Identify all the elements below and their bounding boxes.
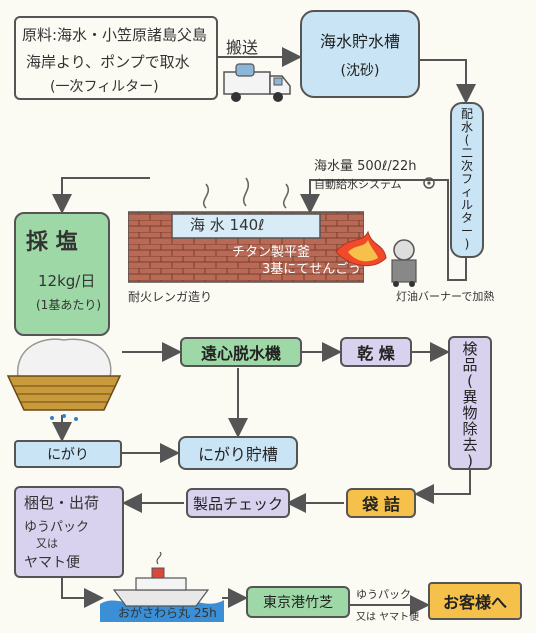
pan-line1: チタン製平釜: [232, 245, 311, 260]
packing-line2: ゆうパック: [24, 520, 90, 535]
arrow-inspection-to-bagging: [414, 470, 471, 504]
salt-basket: [6, 338, 122, 421]
arrow-distribution-to-pan: [300, 179, 467, 281]
distribution-char: ル: [460, 198, 473, 212]
nigari-label: にがり: [47, 447, 89, 463]
inspection-char: 除: [462, 420, 478, 438]
transport-label: 搬送: [226, 38, 259, 57]
brick-furnace: [128, 211, 364, 283]
distribution-box: 配水(二次フィルター): [450, 102, 484, 258]
inspection-char: 品: [462, 356, 478, 374]
pan-line2: 3基にてせんごう: [262, 262, 362, 277]
delivery-line2: 又は ヤマト便: [356, 612, 420, 623]
truck-icon: [223, 63, 291, 102]
inspection-text: 検品(異物除去): [450, 341, 490, 469]
inspection-char: (: [467, 372, 473, 390]
packing-line1: 梱包・出荷: [24, 494, 100, 512]
distribution-char: ィ: [460, 185, 473, 199]
distribution-char: 二: [460, 146, 473, 160]
inspection-char: 物: [462, 404, 478, 422]
bagging-box: 袋 詰: [346, 488, 416, 518]
packing-box: 梱包・出荷 ゆうパック 又は ヤマト便: [14, 486, 124, 578]
distribution-char: (: [464, 133, 470, 147]
source-line3: (一次フィルター): [50, 79, 159, 95]
drying-label: 乾 燥: [357, 344, 395, 363]
product-check-label: 製品チェック: [192, 494, 283, 513]
ship-icon: [100, 552, 224, 622]
brick-label: 耐火レンガ造り: [128, 290, 213, 304]
source-line2: 海岸より、ポンプで取水: [26, 53, 190, 71]
source-box: 原料:海水・小笠原諸島父島 海岸より、ポンプで取水 (一次フィルター): [14, 16, 218, 100]
distribution-char: フ: [460, 172, 473, 186]
distribution-char: ): [464, 237, 470, 251]
tank-sub: (沈砂): [340, 63, 380, 79]
flow-system: 自動給水システム: [314, 178, 402, 191]
distribution-char: タ: [460, 211, 473, 225]
customer-label: お客様へ: [442, 593, 507, 612]
delivery-line1: ゆうパック: [356, 588, 411, 601]
port-label: 東京港竹芝: [263, 595, 333, 611]
product-check-box: 製品チェック: [186, 488, 290, 518]
storage-tank: 海水貯水槽 (沈砂): [300, 10, 420, 98]
port-box: 東京港竹芝: [246, 586, 350, 618]
nigari-tank-label: にがり貯槽: [198, 445, 278, 464]
ship-label: おがさわら丸 25h: [118, 606, 217, 620]
inspection-box: 検品(異物除去): [448, 336, 492, 470]
arrow-packing-to-ship: [61, 578, 104, 608]
salt-amount: 12kg/日: [38, 272, 96, 290]
bagging-label: 袋 詰: [362, 495, 400, 514]
salt-collection-box: 採 塩 12kg/日 (1基あたり): [14, 212, 110, 336]
nigari-box: にがり: [14, 440, 122, 468]
nigari-tank-box: にがり貯槽: [178, 436, 298, 470]
burner-icon: [335, 230, 417, 287]
pan-water-label: 海 水 140ℓ: [190, 216, 265, 234]
salt-title: 採 塩: [26, 230, 78, 255]
inspection-char: ): [467, 452, 473, 470]
distribution-char: 水: [460, 120, 473, 134]
drying-box: 乾 燥: [340, 337, 412, 367]
flow-amount: 海水量 500ℓ/22h: [314, 159, 417, 174]
burner-label: 灯油バーナーで加熱: [396, 290, 495, 303]
inspection-char: 検: [462, 340, 478, 358]
arrow-tank-to-distribution: [420, 59, 476, 104]
packing-line4: ヤマト便: [24, 555, 80, 571]
salt-sub: (1基あたり): [36, 298, 101, 312]
arrow-pan-to-salt: [52, 177, 150, 214]
centrifuge-box: 遠心脱水機: [180, 337, 302, 367]
inspection-char: 去: [462, 436, 478, 454]
steam-icon: [202, 177, 290, 209]
customer-box: お客様へ: [428, 582, 522, 620]
distribution-char: 配: [460, 107, 473, 121]
packing-line3: 又は: [36, 537, 58, 550]
inspection-char: 異: [462, 388, 478, 406]
distribution-char: ー: [460, 224, 473, 238]
gear-icon: [423, 177, 435, 189]
distribution-text: 配水(二次フィルター): [452, 108, 482, 251]
distribution-char: 次: [460, 159, 473, 173]
tank-label: 海水貯水槽: [319, 32, 400, 51]
source-line1: 原料:海水・小笠原諸島父島: [22, 26, 208, 44]
centrifuge-label: 遠心脱水機: [200, 344, 281, 363]
